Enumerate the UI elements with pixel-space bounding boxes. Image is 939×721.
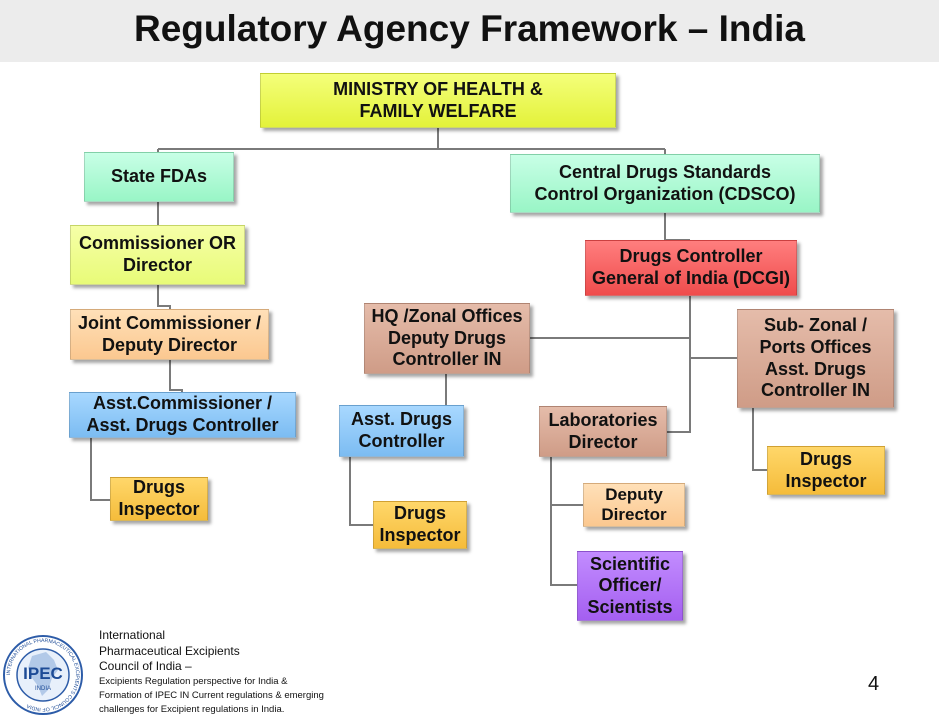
- logo-center-text: IPEC: [23, 664, 63, 683]
- connector-cdsco-dcgi: [664, 213, 690, 241]
- footer-org-line: Pharmaceutical Excipients: [99, 643, 240, 658]
- footer-text: International Pharmaceutical Excipients …: [99, 628, 324, 717]
- slide-title: Regulatory Agency Framework – India: [134, 8, 805, 49]
- connector-lab-children: [550, 457, 583, 586]
- footer-detail-line: Formation of IPEC IN Current regulations…: [99, 689, 324, 701]
- ipec-india-logo: IPEC INDIA INTERNATIONAL PHARMACEUTICAL …: [3, 635, 83, 715]
- hq-zonal-box: HQ /Zonal Offices Deputy Drugs Controlle…: [364, 303, 530, 374]
- commissioner-box: Commissioner OR Director: [70, 225, 245, 285]
- connector-asst-inspector-hq: [349, 457, 373, 526]
- joint-commissioner-box: Joint Commissioner / Deputy Director: [70, 309, 269, 360]
- asst-drugs-controller-box: Asst. Drugs Controller: [339, 405, 464, 457]
- connector-commissioner-joint: [157, 285, 171, 309]
- connector-joint-asst: [169, 360, 183, 392]
- sub-zonal-box: Sub- Zonal / Ports Offices Asst. Drugs C…: [737, 309, 894, 408]
- drugs-inspector-hq-box: Drugs Inspector: [373, 501, 467, 549]
- page-number: 4: [868, 673, 880, 695]
- ministry-box: MINISTRY OF HEALTH & FAMILY WELFARE: [260, 73, 616, 128]
- state-fdas-box: State FDAs: [84, 152, 234, 202]
- logo-sub-text: INDIA: [35, 686, 51, 692]
- deputy-director-box: Deputy Director: [583, 483, 685, 527]
- cdsco-box: Central Drugs Standards Control Organiza…: [510, 154, 820, 213]
- footer-detail-line: Excipients Regulation perspective for In…: [99, 675, 288, 687]
- asst-commissioner-box: Asst.Commissioner / Asst. Drugs Controll…: [69, 392, 296, 438]
- connector-sub-inspector: [752, 408, 767, 471]
- footer-org-line: Council of India –: [99, 659, 192, 673]
- drugs-inspector-sub-box: Drugs Inspector: [767, 446, 885, 495]
- laboratories-box: Laboratories Director: [539, 406, 667, 457]
- scientific-officer-box: Scientific Officer/ Scientists: [577, 551, 683, 621]
- footer-detail-line: challenges for Excipient regulations in …: [99, 703, 285, 715]
- footer-org-line: International: [99, 628, 166, 642]
- title-band: [0, 0, 939, 62]
- connector-dcgi-down: [667, 296, 691, 433]
- connector-ministry: [157, 127, 666, 154]
- connector-asst-inspector: [90, 438, 110, 501]
- dcgi-box: Drugs Controller General of India (DCGI): [585, 240, 797, 296]
- drugs-inspector-state-box: Drugs Inspector: [110, 477, 208, 521]
